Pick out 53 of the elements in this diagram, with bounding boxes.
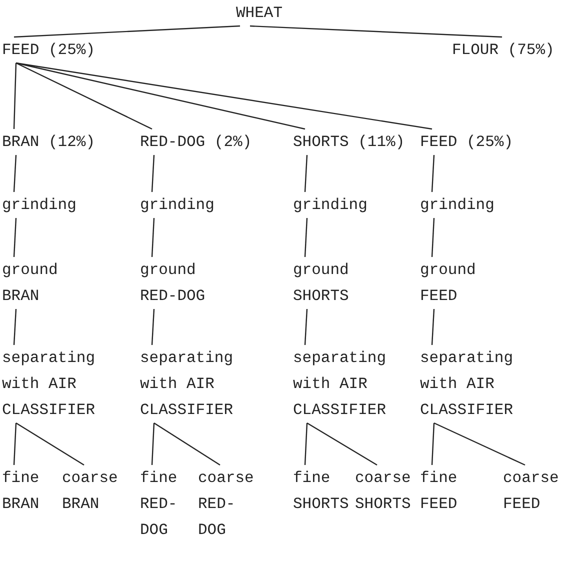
process-label: BRAN (12%) [2, 129, 96, 155]
process-label: separating with AIR CLASSIFIER [2, 345, 101, 423]
connector-line [16, 62, 152, 130]
connector-line [151, 218, 155, 258]
process-label: FEED (25%) [420, 129, 514, 155]
process-label: ground SHORTS [293, 257, 363, 309]
process-label: grinding [140, 192, 214, 218]
connector-line [431, 422, 435, 466]
connector-line [16, 62, 432, 130]
process-label: FEED (25%) [2, 37, 96, 63]
process-label: SHORTS (11%) [293, 129, 405, 155]
process-label: WHEAT [236, 0, 283, 26]
process-label: separating with AIR CLASSIFIER [293, 345, 392, 423]
connector-line [13, 422, 17, 466]
connector-line [154, 422, 220, 466]
connector-line [434, 422, 526, 466]
process-label: fine SHORTS [293, 465, 349, 517]
process-label: separating with AIR CLASSIFIER [420, 345, 519, 423]
process-label: coarse FEED [503, 465, 559, 517]
connector-line [304, 154, 308, 192]
process-label: coarse BRAN [62, 465, 118, 517]
connector-line [14, 25, 240, 38]
process-label: coarse RED-DOG [198, 465, 254, 543]
process-label: ground BRAN [2, 257, 72, 309]
connector-line [13, 62, 17, 130]
connector-line [304, 422, 308, 466]
connector-line [431, 308, 435, 346]
connector-line [13, 308, 17, 346]
process-label: grinding [2, 192, 76, 218]
process-label: fine RED-DOG [140, 465, 178, 543]
connector-line [151, 154, 155, 192]
process-label: fine FEED [420, 465, 458, 517]
process-label: fine BRAN [2, 465, 40, 517]
process-label: coarse SHORTS [355, 465, 411, 517]
connector-line [304, 308, 308, 346]
process-label: ground RED-DOG [140, 257, 210, 309]
process-label: RED-DOG (2%) [140, 129, 252, 155]
connector-line [13, 154, 17, 192]
process-label: separating with AIR CLASSIFIER [140, 345, 239, 423]
connector-line [431, 218, 435, 258]
connector-line [151, 422, 155, 466]
connector-line [13, 218, 17, 258]
process-label: grinding [420, 192, 494, 218]
connector-line [16, 422, 84, 466]
connector-line [306, 422, 378, 466]
process-label: grinding [293, 192, 368, 218]
connector-line [431, 154, 435, 192]
connector-line [16, 62, 306, 130]
connector-line [304, 218, 308, 258]
process-label: ground FEED [420, 257, 490, 309]
connector-line [250, 25, 502, 38]
process-label: FLOUR (75%) [452, 37, 554, 63]
connector-line [151, 308, 155, 346]
